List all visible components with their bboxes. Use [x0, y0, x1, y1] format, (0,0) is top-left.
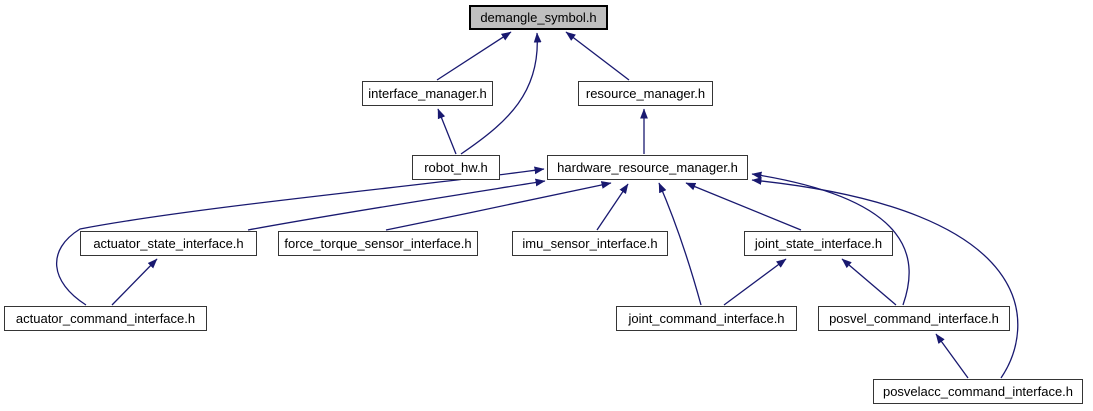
node-robot-hw-h[interactable]: robot_hw.h	[412, 155, 500, 180]
edge-posvel_command_interface-to-hardware_resource_manager	[751, 171, 910, 306]
edge-force_torque_sensor_interface-to-hardware_resource_manager	[385, 181, 612, 231]
node-actuator-state-interface-h[interactable]: actuator_state_interface.h	[80, 231, 257, 256]
node-label: demangle_symbol.h	[480, 10, 597, 25]
edge-posvelacc_command_interface-to-hardware_resource_manager	[751, 177, 1019, 379]
node-interface-manager-h[interactable]: interface_manager.h	[362, 81, 493, 106]
edge-posvelacc_command_interface-to-posvel_command_interface	[935, 333, 969, 379]
node-imu-sensor-interface-h[interactable]: imu_sensor_interface.h	[512, 231, 668, 256]
edge-interface_manager-to-demangle_symbol	[436, 31, 512, 81]
node-posvel-command-interface-h[interactable]: posvel_command_interface.h	[818, 306, 1010, 331]
node-actuator-command-interface-h[interactable]: actuator_command_interface.h	[4, 306, 207, 331]
edge-robot_hw-to-demangle_symbol	[460, 32, 542, 155]
node-label: joint_state_interface.h	[754, 236, 883, 251]
node-label: robot_hw.h	[424, 160, 488, 175]
edge-imu_sensor_interface-to-hardware_resource_manager	[596, 183, 629, 231]
node-label: interface_manager.h	[368, 86, 487, 101]
node-force-torque-sensor-interface-h[interactable]: force_torque_sensor_interface.h	[278, 231, 478, 256]
node-label: actuator_state_interface.h	[93, 236, 244, 251]
edge-robot_hw-to-interface_manager	[437, 108, 457, 155]
node-resource-manager-h[interactable]: resource_manager.h	[578, 81, 713, 106]
node-label: force_torque_sensor_interface.h	[284, 236, 472, 251]
edge-actuator_command_interface-to-hardware_resource_manager	[55, 166, 545, 306]
node-label: imu_sensor_interface.h	[522, 236, 658, 251]
edge-joint_state_interface-to-hardware_resource_manager	[685, 182, 802, 231]
edge-actuator_command_interface-to-actuator_state_interface	[111, 258, 158, 306]
node-joint-command-interface-h[interactable]: joint_command_interface.h	[616, 306, 797, 331]
node-label: hardware_resource_manager.h	[557, 160, 738, 175]
node-demangle-symbol-h: demangle_symbol.h	[469, 5, 608, 30]
node-joint-state-interface-h[interactable]: joint_state_interface.h	[744, 231, 893, 256]
node-label: actuator_command_interface.h	[15, 311, 196, 326]
node-label: posvel_command_interface.h	[829, 311, 999, 326]
node-hardware-resource-manager-h[interactable]: hardware_resource_manager.h	[547, 155, 748, 180]
edge-joint_command_interface-to-joint_state_interface	[723, 258, 787, 306]
edge-joint_command_interface-to-hardware_resource_manager	[658, 182, 702, 306]
edge-actuator_state_interface-to-hardware_resource_manager	[247, 178, 546, 231]
edge-resource_manager-to-demangle_symbol	[565, 31, 630, 81]
node-label: resource_manager.h	[585, 86, 706, 101]
edge-posvel_command_interface-to-joint_state_interface	[841, 258, 897, 306]
node-label: joint_command_interface.h	[628, 311, 785, 326]
node-label: posvelacc_command_interface.h	[882, 384, 1074, 399]
node-posvelacc-command-interface-h[interactable]: posvelacc_command_interface.h	[873, 379, 1083, 404]
